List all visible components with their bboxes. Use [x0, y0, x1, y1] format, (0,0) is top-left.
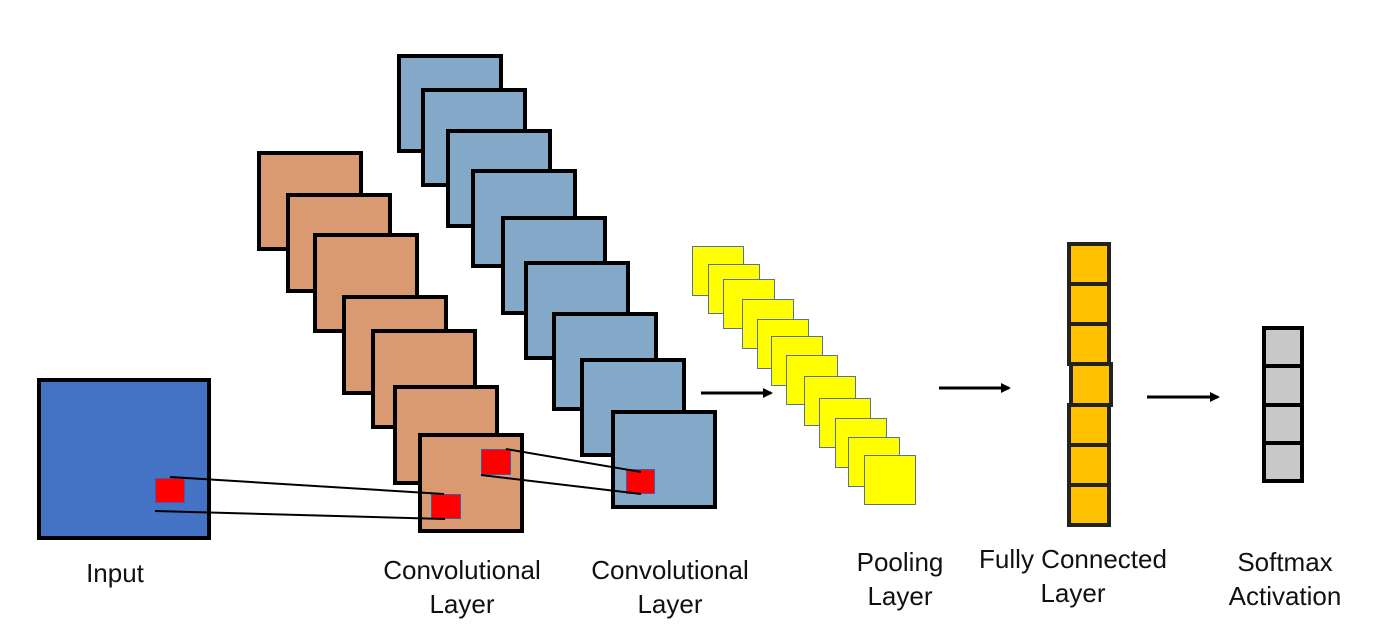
pooling-feature-map: [864, 455, 916, 505]
softmax-unit: [1262, 440, 1304, 483]
kernel-patch: [431, 494, 461, 519]
fc-unit: [1069, 362, 1113, 407]
softmax-unit: [1262, 364, 1304, 407]
kernel-patch: [155, 478, 185, 503]
softmax-unit: [1262, 326, 1304, 369]
label-pooling: Pooling Layer: [856, 547, 944, 611]
label-input: Input: [86, 558, 144, 588]
fc-unit: [1067, 482, 1111, 527]
fc-unit: [1067, 402, 1111, 447]
input-square: [37, 378, 211, 540]
label-softmax: Softmax Activation: [1228, 547, 1342, 611]
label-conv2: Convolutional Layer: [591, 555, 749, 619]
fc-unit: [1067, 322, 1111, 367]
fc-unit: [1067, 242, 1111, 287]
conv2-feature-map: [611, 410, 717, 509]
fc-unit: [1067, 282, 1111, 327]
kernel-patch: [626, 469, 655, 494]
kernel-patch: [481, 449, 511, 475]
fc-unit: [1067, 442, 1111, 487]
softmax-unit: [1262, 402, 1304, 445]
label-conv1: Convolutional Layer: [383, 555, 541, 619]
label-fully-connected: Fully Connected Layer: [979, 544, 1167, 608]
